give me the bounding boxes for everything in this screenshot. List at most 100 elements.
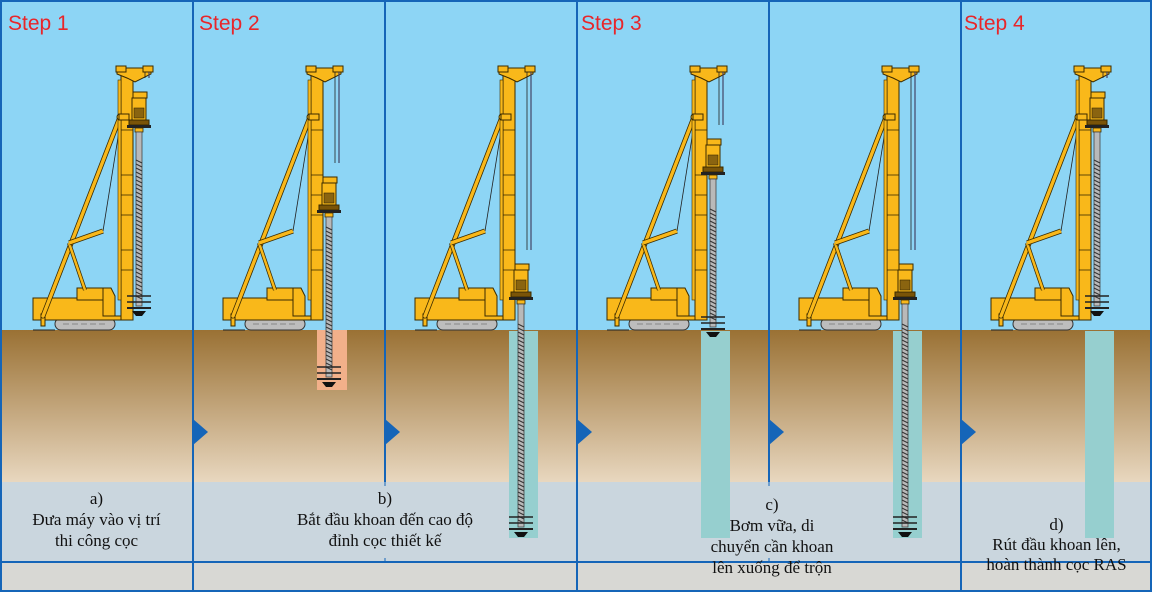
caption-b-line-1: Bắt đầu khoan đến cao độ	[296, 510, 474, 529]
sheave-right	[908, 65, 920, 73]
drilling-rig-1	[32, 65, 154, 331]
cable	[292, 124, 311, 232]
auger-flight	[709, 208, 717, 321]
auger-flight	[325, 226, 333, 371]
strut	[1025, 242, 1045, 291]
rotary-table	[128, 119, 150, 126]
caption-c-line-2: chuyển cần khoan	[710, 537, 834, 556]
caption-c-line-1: Bơm vữa, di	[729, 516, 815, 535]
caption-d-letter: d)	[1049, 515, 1064, 534]
head-bracket	[322, 176, 338, 184]
rotary-table	[1086, 119, 1108, 126]
caption-c-line-3: lên xuống để trộn	[712, 558, 832, 577]
rotary-table	[318, 204, 340, 211]
head-bracket	[1090, 91, 1106, 99]
caption-b-letter: b)	[377, 489, 393, 508]
leader-mast	[886, 71, 900, 321]
drill-bit	[1090, 311, 1104, 316]
cable	[102, 124, 121, 232]
backstay-boom	[41, 115, 122, 318]
rig-cab	[650, 287, 678, 301]
strut	[449, 242, 469, 291]
caption-a-letter: a)	[89, 489, 104, 508]
strut-arm	[1026, 229, 1062, 245]
drilling-rig-3	[414, 65, 536, 537]
strut-arm	[642, 229, 678, 245]
rig-cab	[842, 287, 870, 301]
step-3-label: Step 3	[581, 12, 642, 35]
sheave-left	[115, 65, 127, 73]
leader-mast	[502, 71, 516, 321]
auger-flight	[1093, 159, 1101, 300]
strut	[833, 242, 853, 291]
backstay-boom	[999, 115, 1080, 318]
backstay-boom	[423, 115, 504, 318]
cable	[484, 124, 503, 232]
rig-cab	[76, 287, 104, 301]
cable	[868, 124, 887, 232]
rig-cab	[1034, 287, 1062, 301]
auger-rod	[901, 303, 909, 528]
drill-bit	[898, 532, 912, 537]
caption-b: b) Bắt đầu khoan đến cao độ đỉnh cọc thi…	[193, 488, 577, 551]
caption-a: a) Đưa máy vào vị trí thi công cọc	[0, 488, 193, 551]
head-bracket	[706, 138, 722, 146]
rig-cab	[458, 287, 486, 301]
auger-flight	[517, 323, 525, 524]
caption-a-line-1: Đưa máy vào vị trí	[32, 510, 161, 529]
sheave-left	[305, 65, 317, 73]
caption-b-line-2: đỉnh cọc thiết kế	[328, 531, 442, 550]
strut-arm	[450, 229, 486, 245]
backstay-boom	[231, 115, 312, 318]
drill-bit	[322, 382, 336, 387]
caption-c-letter: c)	[765, 495, 779, 514]
leader-mast	[694, 71, 708, 321]
strut-arm	[258, 229, 294, 245]
grout-column	[701, 331, 730, 538]
caption-d: d) Rút đầu khoan lên, hoàn thành cọc RAS	[961, 515, 1152, 575]
strut-arm	[834, 229, 870, 245]
leader-mast	[1078, 71, 1092, 321]
drilling-rig-6	[990, 65, 1112, 331]
next-step-arrow-icon	[577, 419, 592, 445]
drilling-rig-4	[606, 65, 728, 337]
rig-cab	[266, 287, 294, 301]
cable	[676, 124, 695, 232]
auger-flight	[135, 159, 143, 300]
drill-bit	[514, 532, 528, 537]
sheave-right	[332, 65, 344, 73]
leader-mast	[120, 71, 134, 321]
drilling-rig-2	[222, 65, 344, 387]
caption-d-line-2: hoàn thành cọc RAS	[986, 555, 1127, 574]
sheave-left	[689, 65, 701, 73]
strut-arm	[68, 229, 104, 245]
step-4-label: Step 4	[964, 12, 1025, 35]
sheave-right	[142, 65, 154, 73]
auger-rod	[517, 303, 525, 528]
cable	[1060, 124, 1079, 232]
caption-d-line-1: Rút đầu khoan lên,	[992, 535, 1121, 554]
head-bracket	[514, 263, 530, 271]
step-2-label: Step 2	[199, 12, 260, 35]
sheave-left	[497, 65, 509, 73]
next-step-arrow-icon	[193, 419, 208, 445]
sheave-left	[881, 65, 893, 73]
sheave-right	[1100, 65, 1112, 73]
grout-column	[1085, 331, 1114, 538]
backstay-boom	[807, 115, 888, 318]
backstay-boom	[615, 115, 696, 318]
sheave-right	[716, 65, 728, 73]
auger-flight	[901, 323, 909, 524]
rotary-table	[510, 291, 532, 298]
rotary-table	[894, 291, 916, 298]
rotary-table	[702, 166, 724, 173]
head-bracket	[898, 263, 914, 271]
leader-mast	[310, 71, 324, 321]
strut	[641, 242, 661, 291]
caption-a-line-2: thi công cọc	[54, 531, 139, 550]
drill-bit	[132, 311, 146, 316]
next-step-arrow-icon	[769, 419, 784, 445]
sheave-right	[524, 65, 536, 73]
